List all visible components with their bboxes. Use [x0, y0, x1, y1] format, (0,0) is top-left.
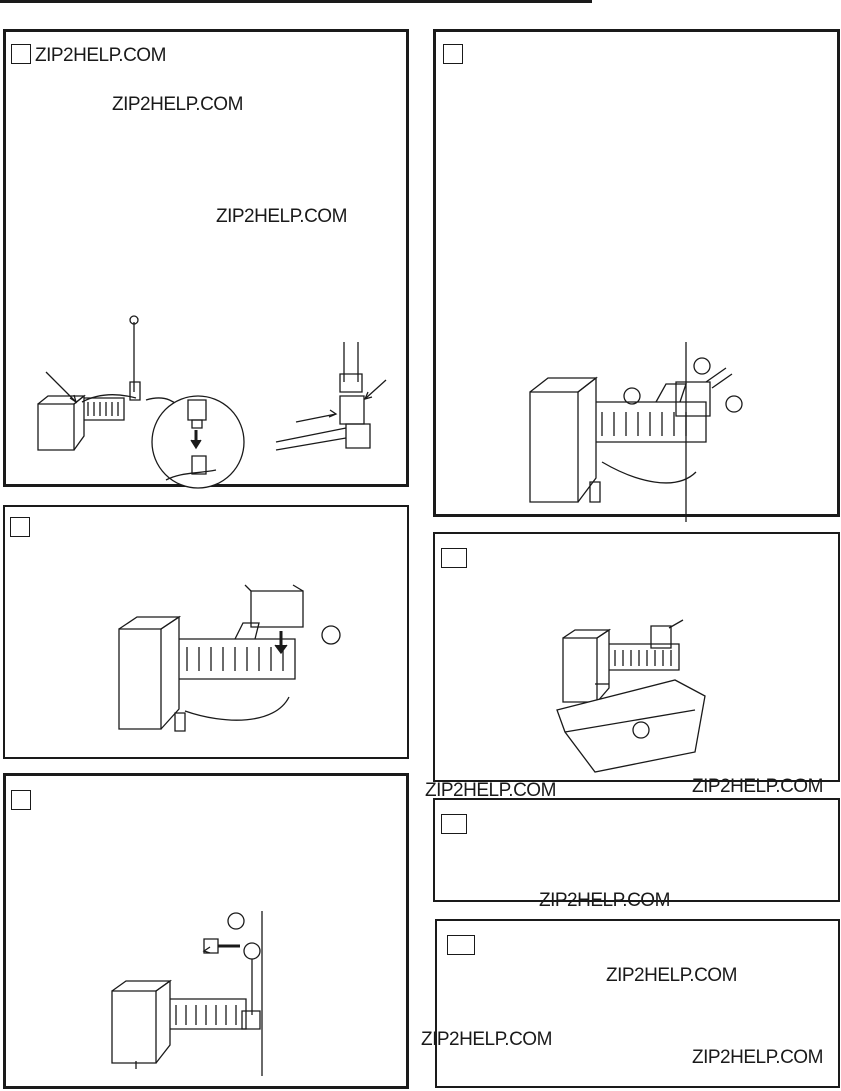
step-checkbox: [447, 935, 475, 955]
panel-connect-harness: [3, 773, 409, 1089]
panel-install-icemaker-bin: [433, 532, 840, 782]
watermark: ZIP2HELP.COM: [425, 780, 556, 801]
icemaker-harness-illustration: [6, 302, 406, 487]
step-checkbox: [443, 44, 463, 64]
watermark: ZIP2HELP.COM: [692, 776, 823, 797]
step-checkbox: [441, 548, 467, 568]
step-checkbox: [11, 44, 31, 64]
step-checkbox: [10, 517, 30, 537]
watermark: ZIP2HELP.COM: [539, 890, 670, 911]
icemaker-bracket-install-illustration: [115, 585, 355, 750]
icemaker-bin-illustration: [555, 614, 725, 774]
watermark: ZIP2HELP.COM: [421, 1029, 552, 1050]
icemaker-connect-illustration: [106, 911, 276, 1076]
watermark: ZIP2HELP.COM: [216, 206, 347, 227]
watermark: ZIP2HELP.COM: [692, 1047, 823, 1068]
panel-step-f: [433, 798, 840, 902]
panel-disconnect-harness: ZIP2HELP.COM ZIP2HELP.COM ZIP2HELP.COM: [3, 29, 409, 487]
watermark: ZIP2HELP.COM: [35, 45, 166, 66]
panel-remove-bracket: [433, 29, 840, 517]
icemaker-bracket-illustration: [526, 342, 766, 522]
panel-step-g: ZIP2HELP.COM ZIP2HELP.COM: [435, 919, 840, 1088]
step-checkbox: [441, 814, 467, 834]
top-rule: [0, 0, 592, 3]
panel-install-bracket: [3, 505, 409, 759]
watermark: ZIP2HELP.COM: [112, 94, 243, 115]
step-checkbox: [11, 790, 31, 810]
watermark: ZIP2HELP.COM: [606, 965, 737, 986]
